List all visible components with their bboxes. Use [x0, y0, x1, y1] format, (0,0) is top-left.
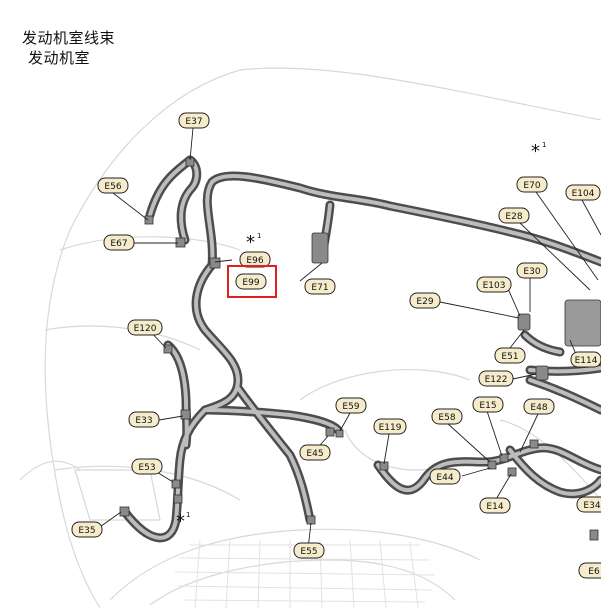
svg-text:E6: E6: [588, 567, 600, 577]
connector-tag-e6: E6: [578, 562, 601, 579]
svg-text:E35: E35: [78, 526, 95, 536]
svg-text:E15: E15: [479, 401, 496, 411]
svg-text:E34: E34: [583, 501, 600, 511]
connector-tag-e45: E45: [299, 444, 331, 461]
connector-tag-e48: E48: [523, 398, 555, 415]
svg-text:E103: E103: [483, 281, 506, 291]
connector-tag-e122: E122: [478, 370, 514, 387]
connector-tag-e119: E119: [373, 418, 407, 435]
asterisk-marks: * 1 * 1 * 1: [176, 141, 546, 532]
svg-text:E53: E53: [138, 463, 155, 473]
connector-tag-e103: E103: [476, 276, 512, 293]
wire-harness: [120, 155, 601, 543]
connector-tag-e14: E14: [479, 497, 511, 514]
connector-tag-e104: E104: [565, 184, 601, 201]
asterisk-superscript: 1: [257, 232, 261, 240]
svg-text:E56: E56: [104, 182, 121, 192]
connector-tag-e28: E28: [498, 207, 530, 224]
asterisk-superscript: 1: [186, 511, 190, 519]
diagram-title: 发动机室线束: [22, 29, 116, 47]
connector-bodies: [119, 157, 601, 541]
connector-tag-e71: E71: [304, 278, 336, 295]
page-title: 发动机室线束 发动机室: [22, 28, 115, 68]
svg-text:E119: E119: [379, 423, 402, 433]
svg-text:E29: E29: [416, 297, 433, 307]
svg-text:E71: E71: [311, 283, 328, 293]
svg-text:E67: E67: [110, 239, 127, 249]
connector-tag-e53: E53: [131, 458, 163, 475]
connector-tag-e51: E51: [494, 347, 526, 364]
connector-tag-e58: E58: [431, 408, 463, 425]
connector-tag-e56: E56: [97, 177, 129, 194]
svg-text:E58: E58: [438, 413, 455, 423]
svg-text:E70: E70: [523, 181, 540, 191]
svg-text:E51: E51: [501, 352, 518, 362]
connector-tags: E37 E56 E67 E96 E99 E71 E120 E33 E53 E35…: [71, 112, 601, 579]
connector-tag-e59: E59: [335, 397, 367, 414]
svg-text:E28: E28: [505, 212, 522, 222]
svg-text:E122: E122: [485, 375, 508, 385]
svg-text:E14: E14: [486, 502, 503, 512]
connector-tag-e55: E55: [293, 542, 325, 559]
connector-tag-e29: E29: [409, 292, 441, 309]
connector-tag-e15: E15: [472, 396, 504, 413]
svg-text:E96: E96: [246, 256, 263, 266]
svg-text:E104: E104: [572, 189, 595, 199]
svg-text:E55: E55: [300, 547, 317, 557]
connector-tag-e35: E35: [71, 521, 103, 538]
connector-tag-e120: E120: [127, 319, 163, 336]
svg-text:E120: E120: [134, 324, 157, 334]
connector-tag-e99: E99: [235, 273, 267, 290]
leader-lines: [96, 127, 601, 550]
asterisk-superscript: 1: [542, 141, 546, 149]
asterisk-mark: *: [176, 511, 185, 532]
connector-tag-e114: E114: [570, 351, 601, 368]
svg-text:E48: E48: [530, 403, 547, 413]
connector-tag-e37: E37: [178, 112, 210, 129]
connector-tag-e34: E34: [576, 496, 601, 513]
svg-text:E114: E114: [575, 356, 598, 366]
svg-text:E99: E99: [242, 278, 259, 288]
connector-tag-e96: E96: [239, 251, 271, 268]
svg-text:E30: E30: [523, 267, 540, 277]
connector-tag-e67: E67: [103, 234, 135, 251]
svg-text:E44: E44: [436, 473, 453, 483]
svg-text:E59: E59: [342, 402, 359, 412]
highlight-box: [227, 265, 277, 298]
svg-text:E33: E33: [135, 416, 152, 426]
connector-tag-e30: E30: [516, 262, 548, 279]
connector-tag-e44: E44: [429, 468, 461, 485]
connector-tag-e33: E33: [128, 411, 160, 428]
svg-text:E45: E45: [306, 449, 323, 459]
diagram-subtitle: 发动机室: [28, 49, 91, 67]
asterisk-mark: *: [246, 232, 255, 253]
asterisk-mark: *: [531, 141, 540, 162]
connector-tag-e70: E70: [516, 176, 548, 193]
svg-text:E37: E37: [185, 117, 202, 127]
